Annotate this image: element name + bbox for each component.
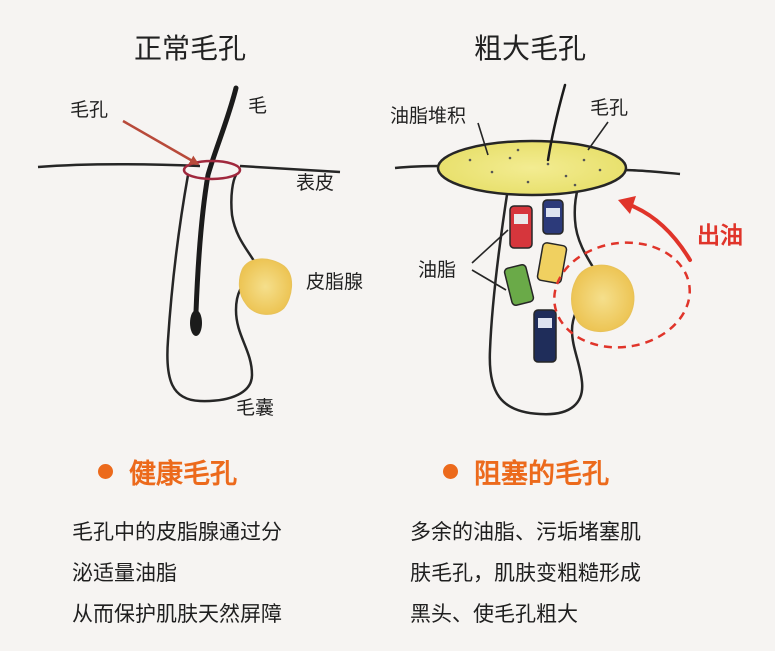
label-oil-buildup: 油脂堆积	[390, 105, 466, 127]
healthy-pore-heading-text: 健康毛孔	[129, 459, 237, 490]
label-pore: 毛孔	[70, 99, 108, 121]
label-oil: 油脂	[418, 259, 456, 281]
description-line: 肤毛孔，肌肤变粗糙形成	[410, 561, 641, 585]
skin-surface-line	[394, 164, 443, 170]
oil-blobs	[503, 199, 568, 363]
hair-shaft	[546, 83, 567, 162]
healthy-pore-heading: 健康毛孔	[98, 452, 237, 491]
normal-pore-title: 正常毛孔	[134, 32, 246, 65]
label-epidermis: 表皮	[296, 172, 334, 194]
description-line: 毛孔中的皮脂腺通过分	[72, 520, 282, 544]
description-line: 黑头、使毛孔粗大	[410, 602, 578, 626]
clogged-pore-heading-text: 阻塞的毛孔	[474, 459, 609, 490]
oil-pointer	[471, 229, 509, 264]
clogged-pore-title: 粗大毛孔	[474, 32, 586, 65]
oil-out-highlight-circle	[553, 241, 691, 349]
oil-buildup-speckles	[468, 148, 602, 187]
skin-surface-line	[37, 163, 201, 169]
label-oil-out: 出油	[697, 223, 743, 249]
bullet-dot	[98, 464, 113, 479]
skin-surface-line	[239, 164, 341, 174]
bullet-dot	[443, 464, 458, 479]
normal-pore-illustration: 正常毛孔 毛孔 毛 表皮 皮脂腺 毛囊	[37, 32, 363, 419]
label-hair: 毛	[248, 95, 267, 117]
pore-pointer-arrow	[122, 119, 200, 165]
oil-out-arrow	[628, 203, 692, 262]
clogged-pore-description: 多余的油脂、污垢堵塞肌 肤毛孔，肌肤变粗糙形成 黑头、使毛孔粗大	[410, 512, 641, 635]
pore-pointer	[587, 121, 609, 151]
description-line: 从而保护肌肤天然屏障	[72, 602, 282, 626]
description-line: 泌适量油脂	[72, 561, 177, 585]
description-line: 多余的油脂、污垢堵塞肌	[410, 520, 641, 544]
oil-buildup-pointer	[477, 122, 489, 156]
pore-ring	[182, 159, 242, 181]
sebaceous-gland-enlarged	[571, 264, 635, 333]
oil-out-arrowhead	[618, 196, 636, 214]
oil-pointer	[471, 269, 507, 291]
healthy-pore-description: 毛孔中的皮脂腺通过分 泌适量油脂 从而保护肌肤天然屏障	[72, 512, 282, 635]
label-pore: 毛孔	[590, 97, 628, 119]
clogged-pore-illustration: 粗大毛孔	[390, 32, 743, 416]
label-follicle: 毛囊	[236, 397, 274, 419]
hair-shaft	[193, 85, 239, 315]
label-sebaceous-gland: 皮脂腺	[306, 271, 363, 293]
clogged-pore-heading: 阻塞的毛孔	[443, 452, 609, 491]
hair-root	[190, 310, 202, 336]
hair-follicle-outline	[488, 187, 598, 416]
oil-buildup-plug	[436, 139, 628, 197]
sebaceous-gland	[238, 258, 292, 315]
hair-follicle-outline	[166, 174, 260, 403]
skin-surface-line	[621, 168, 681, 176]
